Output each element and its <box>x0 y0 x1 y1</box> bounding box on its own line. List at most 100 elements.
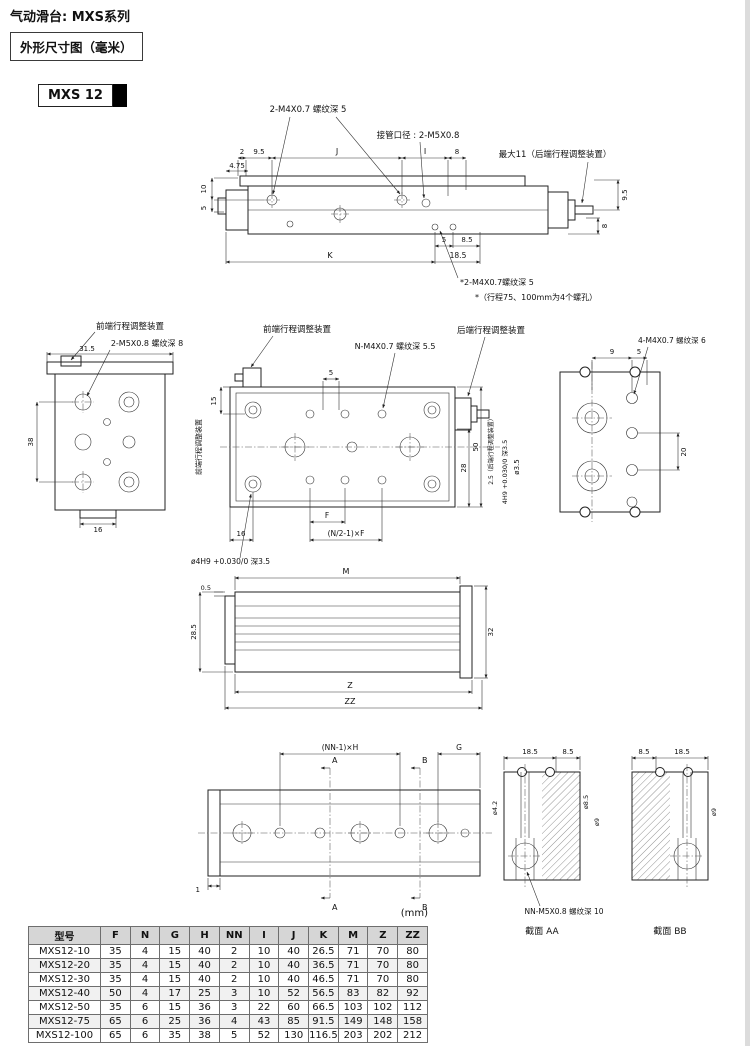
dim-cell: 82 <box>367 986 399 1001</box>
dim-cell: 6 <box>129 1028 161 1043</box>
pitch-formula: (N/2-1)×F <box>328 529 365 538</box>
column-header: F <box>100 926 131 945</box>
top-dimension-chain <box>225 156 467 196</box>
dim-5: 5 <box>637 348 641 356</box>
dim-ZZ: ZZ <box>345 697 356 706</box>
dimension-lines <box>219 377 483 542</box>
dim-cell: 40 <box>278 958 310 973</box>
model-cell: MXS12-40 <box>28 986 101 1001</box>
aa-dia-4-2: ø4.2 <box>491 801 499 815</box>
drawing-side-profile: M 0.5 28.5 32 Z ZZ <box>190 567 495 710</box>
dim-cell: 40 <box>278 944 310 959</box>
nn-thread-leader <box>526 871 541 907</box>
dim-cell: 4 <box>129 972 161 987</box>
column-header: NN <box>218 926 250 945</box>
dim-cell: 35 <box>100 972 131 987</box>
dim-cell: 4 <box>129 944 161 959</box>
dim-1: 1 <box>196 886 200 894</box>
profile-outline <box>224 585 473 679</box>
end-view-holes <box>572 392 638 508</box>
bottom-body-outline <box>198 789 492 877</box>
bb-dim-18-5: 18.5 <box>674 748 690 756</box>
dim-cell: 36 <box>189 1014 220 1029</box>
model-cell: MXS12-20 <box>28 958 101 973</box>
dim-cell: 40 <box>189 958 220 973</box>
dim-16: 16 <box>94 526 103 534</box>
dim-cell: 70 <box>367 958 399 973</box>
drawing-bottom-view: (NN-1)×H G 1 A A B B <box>196 743 492 912</box>
column-header: M <box>337 926 369 945</box>
dim-cell: 112 <box>397 1000 428 1015</box>
end-view-outline <box>559 362 661 522</box>
dim-cell: 71 <box>337 944 369 959</box>
dim-5: 5 <box>329 369 333 377</box>
dimension-lines <box>198 576 488 710</box>
dim-cell: 15 <box>159 944 191 959</box>
thread-leader <box>633 346 649 395</box>
dim-cell: 202 <box>367 1028 399 1043</box>
dim-cell: 2 <box>218 944 250 959</box>
dim-16: 16 <box>237 530 246 538</box>
dim-cell: 40 <box>189 972 220 987</box>
model-cell: MXS12-30 <box>28 972 101 987</box>
dim-8-5-bottom: 8.5 <box>461 236 472 244</box>
dim-2: 2 <box>240 148 244 156</box>
dim-G: G <box>456 743 462 752</box>
dim-cell: 3 <box>218 1000 250 1015</box>
dim-cell: 148 <box>367 1014 399 1029</box>
drawing-front-right-view: 4-M4X0.7 螺纹深 6 9 5 20 <box>559 335 706 522</box>
dim-cell: 22 <box>248 1000 280 1015</box>
column-header: ZZ <box>397 926 428 945</box>
dim-cell: 80 <box>397 958 428 973</box>
dim-cell: 6 <box>129 1000 161 1015</box>
leader-lines <box>272 116 589 279</box>
dim-J: J <box>335 147 338 156</box>
dim-cell: 66.5 <box>308 1000 339 1015</box>
dim-cell: 52 <box>278 986 310 1001</box>
dim-cell: 38 <box>189 1028 220 1043</box>
dim-cell: 4 <box>129 986 161 1001</box>
aa-dia-8-5: ø8.5 <box>582 795 590 809</box>
dimension-lines <box>35 352 174 528</box>
model-cell: MXS12-10 <box>28 944 101 959</box>
section-a-bottom-label: A <box>332 903 338 912</box>
dim-cell: 25 <box>189 986 220 1001</box>
dim-cell: 35 <box>159 1028 191 1043</box>
section-bb <box>631 756 709 888</box>
dim-18-5: 18.5 <box>450 251 467 260</box>
dim-cell: 26.5 <box>308 944 339 959</box>
thread-callout: N-M4X0.7 螺纹深 5.5 <box>355 341 436 351</box>
dim-10-left: 10 <box>200 185 208 194</box>
dim-cell: 70 <box>367 944 399 959</box>
model-cell: MXS12-75 <box>28 1014 101 1029</box>
dim-32: 32 <box>487 628 495 637</box>
dim-4-75: 4.75 <box>229 162 245 170</box>
dim-cell: 43 <box>248 1014 280 1029</box>
dim-9-5-top: 9.5 <box>253 148 264 156</box>
slide-body-outline <box>217 175 594 235</box>
section-b-top-label: B <box>422 756 428 765</box>
front-adjuster-callout: 前端行程调整装置 <box>96 321 165 332</box>
dim-cell: 10 <box>248 944 280 959</box>
dim-cell: 5 <box>218 1028 250 1043</box>
hole-callout: ø4H9 +0.030/0 深3.5 <box>191 557 270 566</box>
model-cell: MXS12-100 <box>28 1028 101 1043</box>
dim-cell: 50 <box>100 986 131 1001</box>
aa-dim-8-5: 8.5 <box>562 748 573 756</box>
thread-callout: 2-M4X0.7 螺纹深 5 <box>270 104 347 115</box>
section-bb-title: 截面 BB <box>653 925 686 937</box>
section-aa-title: 截面 AA <box>525 925 559 937</box>
subtitle-box: 外形尺寸图（毫米） <box>10 32 143 61</box>
max-stroke-callout: 最大11（后端行程调整装置） <box>499 149 612 160</box>
rear-offset-label: 2.5（后端行程调整装置） <box>487 415 495 485</box>
left-vertical-dims <box>210 177 264 213</box>
dim-cell: 85 <box>278 1014 310 1029</box>
dim-28: 28 <box>460 464 468 473</box>
front-adjuster-callout: 前端行程调整装置 <box>263 324 332 335</box>
